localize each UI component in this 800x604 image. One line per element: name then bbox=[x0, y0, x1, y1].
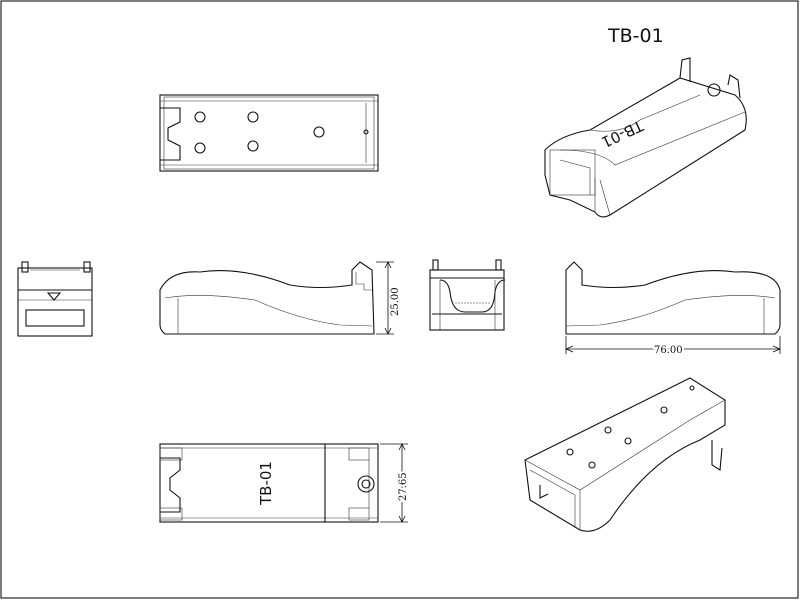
part-marking: TB-01 bbox=[257, 461, 275, 506]
height-dimension: 25.00 bbox=[390, 287, 401, 316]
width-dimension: 27.65 bbox=[398, 472, 409, 501]
side-view: 25.00 bbox=[159, 261, 401, 335]
length-dimension: 76.00 bbox=[654, 345, 683, 356]
end-view-left bbox=[17, 261, 93, 337]
bottom-view: TB-01 27.65 bbox=[159, 443, 411, 523]
drawing-title: TB-01 bbox=[607, 25, 664, 47]
front-view bbox=[429, 259, 506, 331]
side-view-mirrored: 76.00 bbox=[564, 261, 782, 358]
top-view bbox=[159, 94, 379, 172]
isometric-view-top: TB-01 bbox=[544, 57, 747, 218]
isometric-view-bottom bbox=[524, 377, 726, 532]
